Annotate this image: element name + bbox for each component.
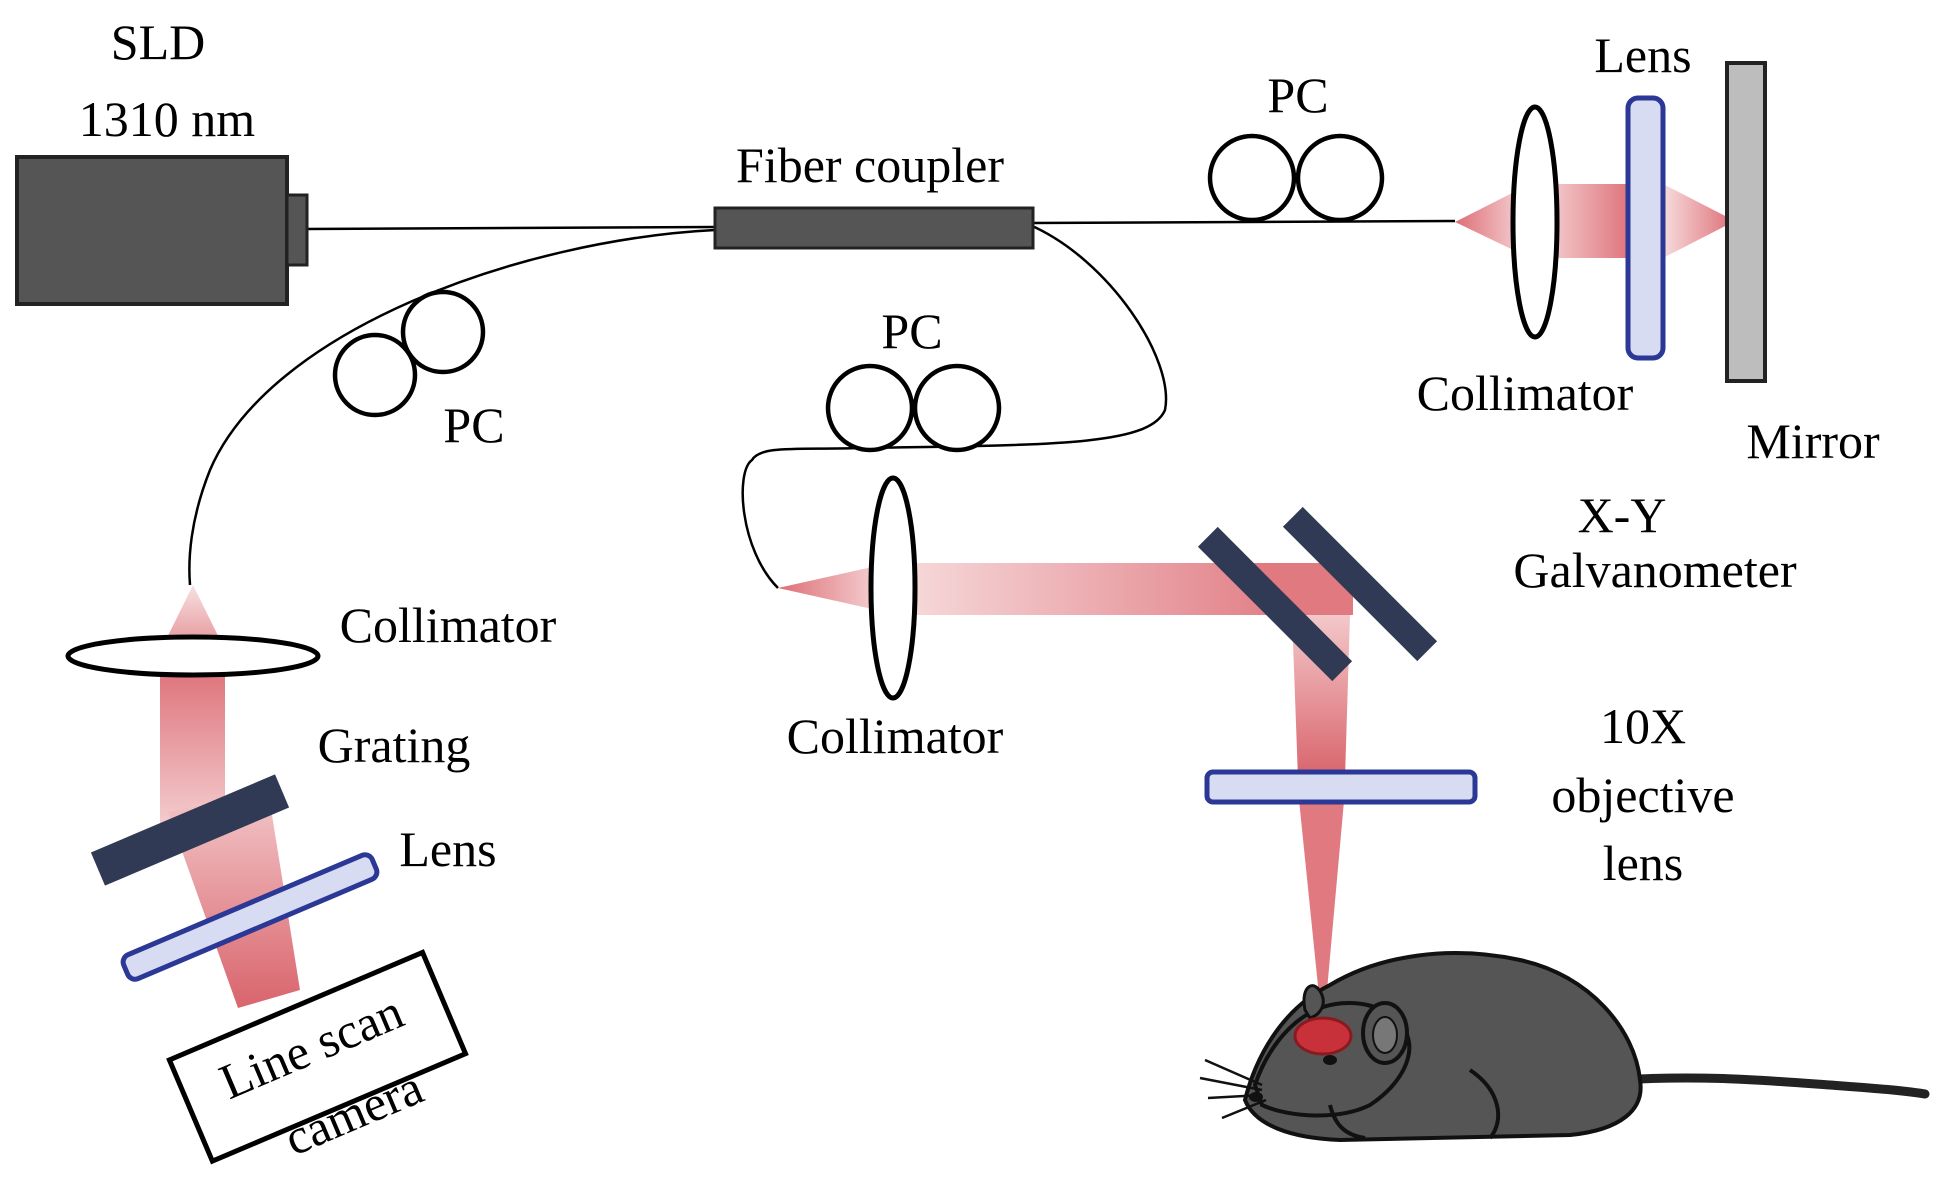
sample-beam-focus xyxy=(1298,790,1345,1035)
fiber-coupler-label: Fiber coupler xyxy=(736,137,1004,193)
sld-label: SLD xyxy=(111,14,205,70)
objective-label-line3: lens xyxy=(1603,835,1684,891)
collimator-sample xyxy=(868,475,918,701)
fiber-coupler xyxy=(713,206,1035,250)
galvo-mirror-x xyxy=(1197,526,1353,682)
sample-beam-cone xyxy=(778,563,890,613)
lens-spectrometer xyxy=(120,852,380,982)
collimator-spectrometer xyxy=(65,634,321,678)
polarization-controller-reference xyxy=(1207,133,1385,223)
fiber-sld-to-coupler xyxy=(304,225,716,231)
objective-label-line2: objective xyxy=(1551,767,1734,823)
fiber-coupler-to-reference xyxy=(1029,219,1456,225)
cranial-window xyxy=(1293,1016,1353,1056)
lens-reference xyxy=(1625,95,1666,361)
pc-spectrometer-label: PC xyxy=(443,397,504,453)
collimator-reference-label: Collimator xyxy=(1417,365,1634,421)
galvo-mirror-y xyxy=(1282,506,1438,662)
collimator-reference xyxy=(1510,104,1560,340)
sld-wavelength-label: 1310 nm xyxy=(79,91,256,147)
pc-reference-label: PC xyxy=(1267,67,1328,123)
collimator-sample-label: Collimator xyxy=(787,708,1004,764)
mouse-sample xyxy=(1199,951,1930,1143)
line-scan-camera xyxy=(166,949,469,1165)
diffraction-grating xyxy=(90,774,290,886)
fiber-coupler-to-sample xyxy=(741,223,1168,589)
grating-label: Grating xyxy=(318,717,471,773)
lens-spectrometer-label: Lens xyxy=(399,821,496,877)
polarization-controller-sample xyxy=(825,363,1002,453)
lens-reference-label: Lens xyxy=(1594,27,1691,83)
pc-sample-label: PC xyxy=(881,303,942,359)
polarization-controller-spectrometer xyxy=(332,289,486,418)
reference-mirror xyxy=(1725,61,1767,383)
galvanometer-label-line2: Galvanometer xyxy=(1513,542,1797,598)
collimator-spectrometer-label: Collimator xyxy=(340,597,557,653)
objective-label-line1: 10X xyxy=(1600,698,1686,754)
mirror-label: Mirror xyxy=(1746,413,1880,469)
fiber-coupler-to-spectrometer xyxy=(188,228,716,586)
reference-beam-focus xyxy=(1663,184,1735,258)
objective-lens xyxy=(1204,769,1478,805)
sld-light-source xyxy=(15,155,309,306)
spectrometer-beam-collimated xyxy=(160,660,225,830)
galvanometer-label-line1: X-Y xyxy=(1578,487,1667,543)
